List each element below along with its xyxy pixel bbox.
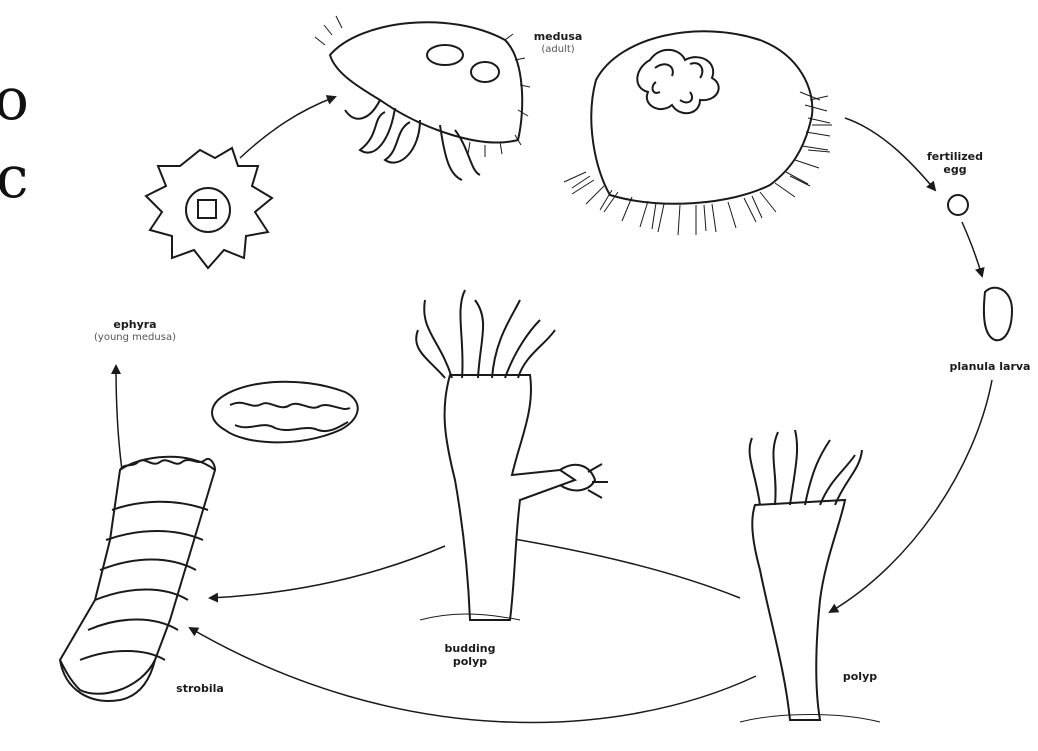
label-ephyra: ephyra (young medusa)	[80, 318, 190, 344]
label-ephyra-sub: (young medusa)	[80, 331, 190, 344]
strobila-illustration	[60, 457, 215, 701]
label-fertilized-egg: fertilized egg	[920, 150, 990, 176]
budding-polyp-illustration	[416, 290, 608, 620]
label-planula-larva: planula larva	[945, 360, 1035, 373]
arrow-egg-to-planula	[962, 222, 982, 276]
label-budding-polyp: budding polyp	[440, 642, 500, 668]
arrow-strobila-to-ephyra	[116, 366, 122, 470]
arrow-polyp-to-budding	[508, 538, 740, 598]
label-budding-polyp-line1: budding	[440, 642, 500, 655]
label-planula-larva-title: planula larva	[945, 360, 1035, 373]
label-polyp-title: polyp	[835, 670, 885, 683]
fertilized-egg-illustration	[948, 195, 968, 215]
arrow-budding-to-strobila	[210, 546, 445, 598]
ephyra-side-illustration	[212, 382, 358, 443]
swimming-medusa-illustration	[315, 16, 530, 180]
label-medusa: medusa (adult)	[528, 30, 588, 56]
label-strobila: strobila	[170, 682, 230, 695]
arrow-planula-to-polyp	[830, 380, 992, 612]
label-medusa-title: medusa	[528, 30, 588, 43]
label-strobila-title: strobila	[170, 682, 230, 695]
planula-larva-illustration	[984, 288, 1012, 341]
arrow-ephyra-to-medusa	[240, 97, 335, 158]
label-fertilized-egg-line2: egg	[920, 163, 990, 176]
label-fertilized-egg-line1: fertilized	[920, 150, 990, 163]
label-medusa-sub: (adult)	[528, 43, 588, 56]
label-polyp: polyp	[835, 670, 885, 683]
label-ephyra-title: ephyra	[80, 318, 190, 331]
ephyra-illustration	[146, 148, 272, 268]
label-budding-polyp-line2: polyp	[440, 655, 500, 668]
adult-medusa-illustration	[564, 31, 832, 235]
